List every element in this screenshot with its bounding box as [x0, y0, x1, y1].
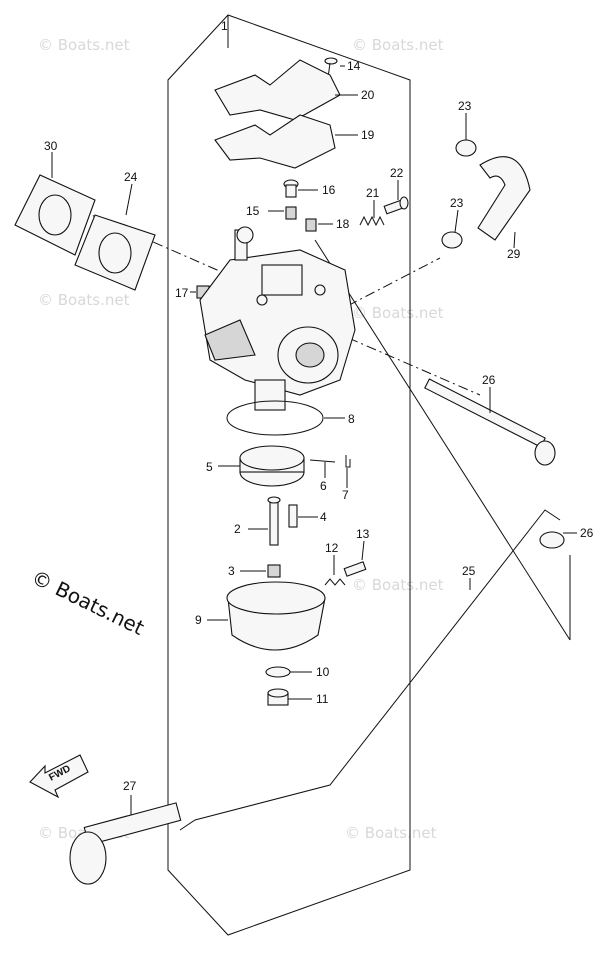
part-30-insulator-hole	[38, 194, 72, 236]
callout-29: 29	[507, 247, 521, 261]
fwd-arrow-icon: FWD	[29, 754, 89, 799]
callout-23: 23	[458, 99, 472, 113]
callout-13: 13	[356, 527, 370, 541]
part-12-spring	[324, 578, 346, 586]
callout-16: 16	[322, 183, 336, 197]
callout-12: 12	[325, 541, 339, 555]
callout-27: 27	[123, 779, 137, 793]
callout-14: 14	[347, 59, 361, 73]
callout-11: 11	[316, 692, 329, 706]
part-24-gasket-hole	[98, 232, 132, 274]
part-23-clamp	[455, 139, 477, 157]
callout-5: 5	[206, 460, 213, 474]
watermark-large: © Boats.net	[28, 565, 148, 640]
callout-23: 23	[450, 196, 464, 210]
callout-20: 20	[361, 88, 375, 102]
part-6-pin	[309, 459, 336, 463]
part-2-main-jet	[267, 496, 281, 546]
callout-18: 18	[336, 217, 350, 231]
part-18-jet	[305, 218, 317, 232]
callout-22: 22	[390, 166, 404, 180]
callout-26: 26	[482, 373, 496, 387]
callout-19: 19	[361, 128, 375, 142]
carburetor-body	[199, 226, 356, 411]
callout-labels: 1 2 3 4 5 6 7 8 9 10 11 12 13 14 15 16 1…	[44, 19, 594, 793]
part-5-float	[239, 445, 305, 487]
callout-2: 2	[234, 522, 241, 536]
callout-26: 26	[580, 526, 594, 540]
part-26-link	[539, 531, 565, 549]
part-11-drain-bolt	[267, 688, 289, 706]
part-3-jet	[267, 564, 281, 578]
part-19-gasket	[214, 114, 336, 169]
part-16-screw	[283, 179, 299, 198]
watermark: © Boats.net	[352, 304, 444, 322]
leader-lines	[51, 65, 577, 815]
callout-4: 4	[320, 510, 327, 524]
watermark: © Boats.net	[352, 36, 444, 54]
watermark: © Boats.net	[352, 576, 444, 594]
callout-8: 8	[348, 412, 355, 426]
part-8-o-ring	[226, 400, 324, 436]
callout-17: 17	[175, 286, 189, 300]
watermark: © Boats.net	[345, 824, 437, 842]
part-7-clip	[345, 455, 351, 468]
watermark: © Boats.net	[38, 291, 130, 309]
callout-9: 9	[195, 613, 202, 627]
alignment-line	[314, 239, 571, 641]
callout-10: 10	[316, 665, 330, 679]
part-25-choke-rod	[179, 509, 561, 831]
part-20-gasket	[214, 59, 341, 121]
callout-21: 21	[366, 186, 380, 200]
callout-15: 15	[246, 204, 260, 218]
alignment-line	[329, 329, 481, 396]
callout-3: 3	[228, 564, 235, 578]
callout-1: 1	[221, 19, 228, 33]
watermark: © Boats.net	[38, 36, 130, 54]
part-4-needle-valve	[288, 504, 298, 528]
part-28-bolt	[424, 378, 556, 466]
callout-6: 6	[320, 479, 327, 493]
callout-7: 7	[342, 488, 349, 502]
part-13-screw	[343, 561, 367, 577]
part-23-clamp	[441, 231, 463, 249]
callout-25: 25	[462, 564, 476, 578]
callout-24: 24	[124, 170, 138, 184]
part-9-float-bowl	[226, 581, 326, 651]
part-10-washer	[265, 666, 291, 678]
callout-30: 30	[44, 139, 58, 153]
assembly-frame	[167, 14, 411, 936]
part-15-jet	[285, 206, 297, 220]
part-29-hose	[477, 156, 531, 241]
part-27-choke-knob	[69, 802, 182, 885]
part-21-spring	[359, 215, 385, 227]
part-22-screw	[383, 196, 409, 215]
